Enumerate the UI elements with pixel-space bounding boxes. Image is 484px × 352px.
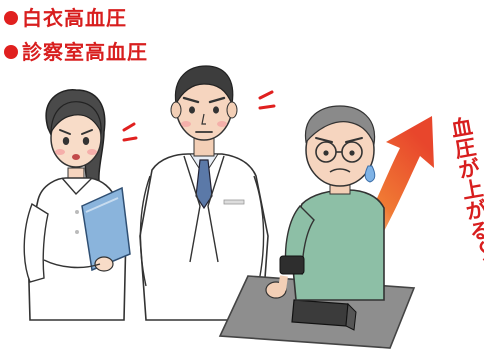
nurse-figure <box>23 89 131 321</box>
term-clinic-hypertension: 診察室高血圧 <box>4 40 148 64</box>
doctor-figure <box>139 65 269 321</box>
term-label: 白衣高血圧 <box>22 6 127 30</box>
term-white-coat-hypertension: 白衣高血圧 <box>4 6 127 30</box>
sweat-drop-icon <box>364 165 376 183</box>
clipboard <box>81 186 131 272</box>
patient-figure <box>265 105 385 301</box>
red-dot-icon <box>4 45 18 59</box>
stress-marks-icon <box>258 90 276 110</box>
term-label: 診察室高血圧 <box>22 40 148 64</box>
stress-marks-icon <box>122 122 138 142</box>
red-dot-icon <box>4 11 18 25</box>
